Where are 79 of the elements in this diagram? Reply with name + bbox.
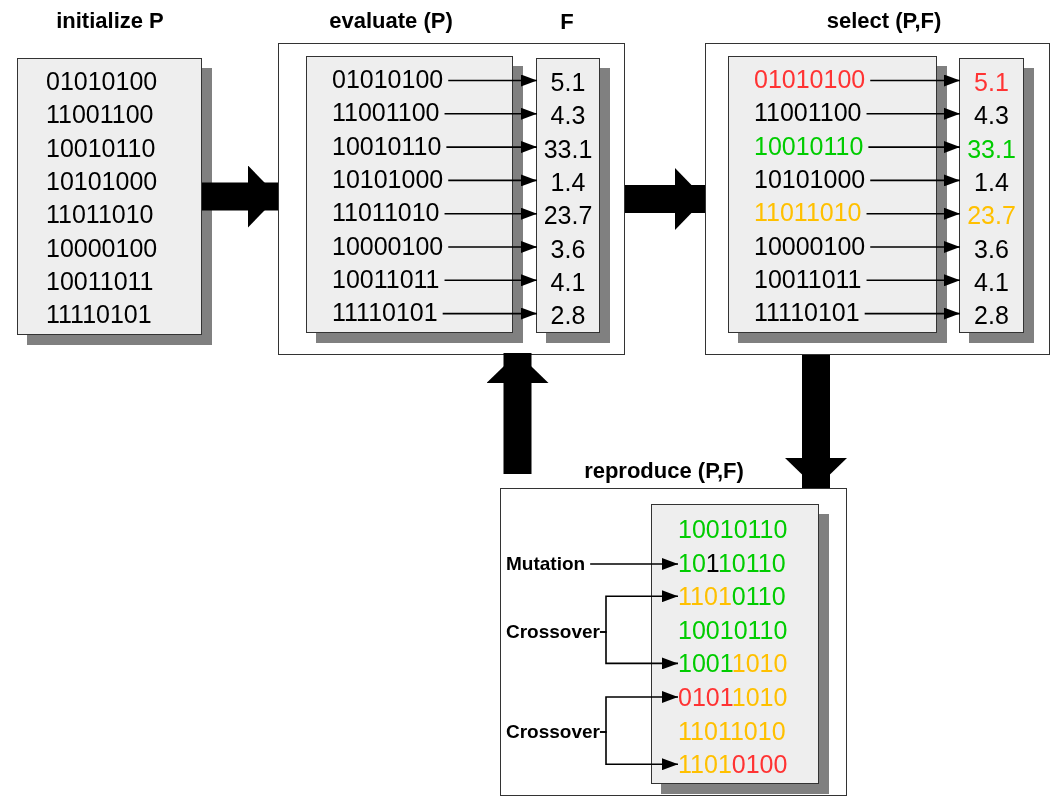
arrow	[865, 207, 961, 220]
fitness-value: 4.1	[960, 266, 1023, 297]
binary-string: 01011010	[678, 682, 788, 712]
binary-string: 11010110	[678, 581, 786, 612]
binary-string: 01010100	[754, 64, 866, 94]
binary-string: 10101000	[46, 165, 158, 196]
arrow	[869, 174, 961, 187]
fitness-value: 23.7	[960, 200, 1023, 231]
arrow	[599, 731, 679, 771]
binary-string: 10010110	[46, 132, 156, 163]
operator-label: Crossover	[506, 620, 600, 644]
stage-title: reproduce (P,F)	[584, 458, 744, 484]
arrow	[445, 141, 538, 154]
binary-string: 10011011	[754, 263, 862, 294]
arrow	[865, 107, 961, 120]
stage-title: F	[560, 9, 574, 35]
binary-string: 11110101	[332, 297, 438, 328]
binary-string: 10000100	[46, 232, 158, 263]
fitness-value: 4.3	[537, 100, 599, 131]
binary-string: 11011010	[754, 197, 862, 228]
binary-string: 11010100	[678, 749, 788, 780]
fitness-value: 5.1	[960, 67, 1023, 97]
binary-string: 11001100	[754, 97, 862, 128]
binary-string: 10000100	[754, 230, 866, 261]
block-arrow	[486, 353, 549, 474]
operator-label: Crossover	[506, 720, 600, 744]
binary-string: 11001100	[46, 99, 154, 130]
fitness-value: 1.4	[537, 166, 599, 197]
stage-title: evaluate (P)	[329, 8, 453, 34]
binary-string: 10000100	[332, 230, 444, 261]
fitness-value: 33.1	[537, 133, 599, 164]
block-arrow	[785, 355, 847, 488]
binary-string: 11011010	[332, 197, 440, 228]
arrow	[443, 107, 538, 120]
arrow	[447, 241, 538, 253]
stage-title: initialize P	[56, 8, 164, 34]
fitness-value: 2.8	[960, 300, 1023, 331]
fitness-value: 33.1	[960, 133, 1023, 164]
arrow	[443, 207, 538, 220]
arrow	[867, 141, 961, 154]
fitness-value: 2.8	[537, 300, 599, 331]
binary-string: 10010110	[678, 614, 788, 645]
fitness-value: 4.1	[537, 266, 599, 297]
fitness-value: 3.6	[537, 233, 599, 264]
arrow	[865, 274, 961, 287]
block-arrow	[625, 168, 705, 230]
arrow	[869, 74, 961, 87]
binary-string: 10110110	[678, 547, 786, 578]
block-arrow	[202, 165, 278, 228]
arrow	[863, 307, 961, 320]
arrow	[447, 174, 538, 187]
fitness-value: 3.6	[960, 233, 1023, 264]
arrow	[869, 241, 961, 253]
binary-string: 10011010	[678, 648, 788, 679]
arrow	[589, 558, 679, 570]
binary-string: 10011011	[46, 265, 154, 296]
fitness-value: 1.4	[960, 166, 1023, 197]
binary-string: 11110101	[754, 297, 860, 328]
stage-title: select (P,F)	[826, 8, 942, 34]
fitness-value: 4.3	[960, 100, 1023, 131]
binary-string: 10011011	[332, 263, 440, 294]
binary-string: 10010110	[678, 514, 788, 544]
binary-string: 11011010	[46, 199, 154, 230]
binary-string: 10101000	[754, 163, 866, 194]
operator-label: Mutation	[506, 552, 586, 576]
binary-string: 01010100	[46, 66, 158, 96]
arrow	[599, 631, 679, 670]
binary-string: 11001100	[332, 97, 440, 128]
arrow	[441, 307, 538, 320]
binary-string: 10010110	[754, 130, 864, 161]
binary-string: 01010100	[332, 64, 444, 94]
fitness-value: 23.7	[537, 200, 599, 231]
arrow	[447, 74, 538, 87]
binary-string: 10101000	[332, 163, 444, 194]
fitness-value: 5.1	[537, 67, 599, 97]
binary-string: 11110101	[46, 299, 152, 330]
arrow	[443, 274, 538, 287]
binary-string: 10010110	[332, 130, 442, 161]
binary-string: 11011010	[678, 715, 786, 746]
